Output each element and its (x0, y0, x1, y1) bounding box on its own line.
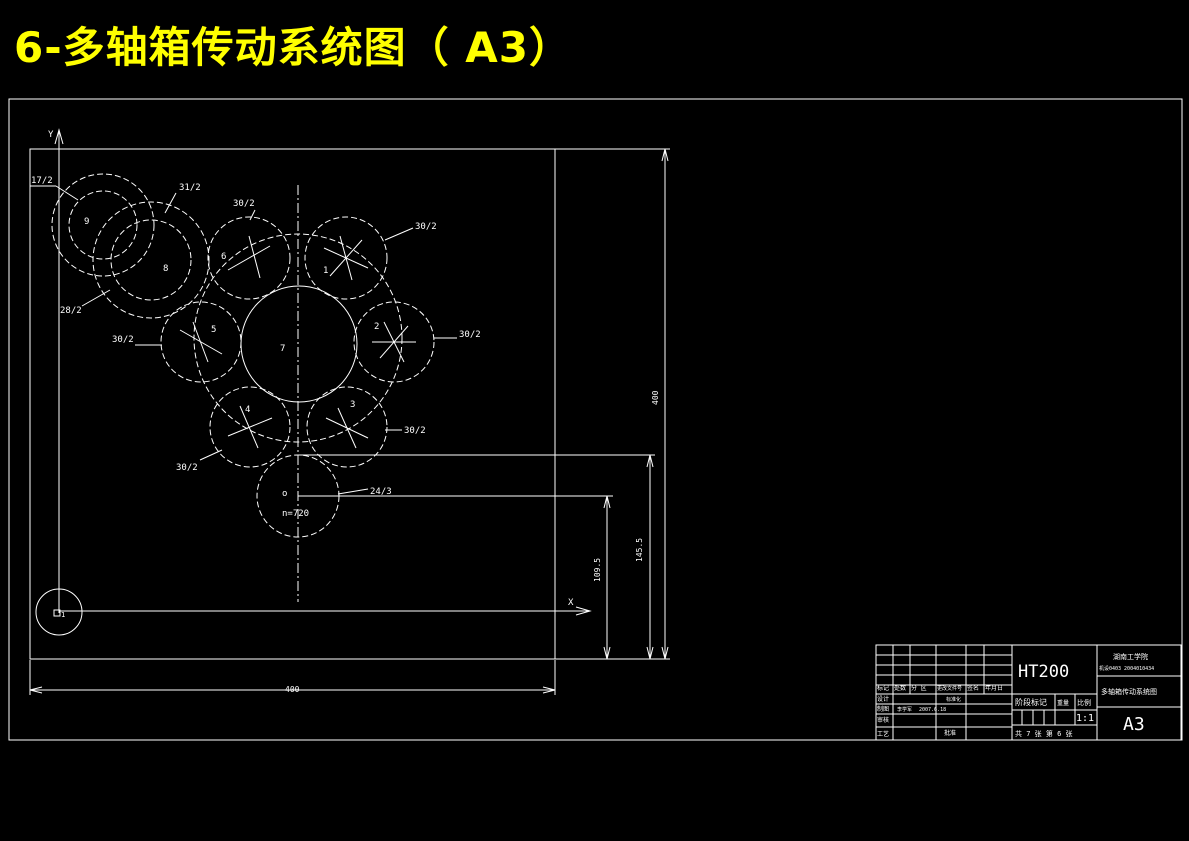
gear-8-inner (110, 219, 192, 301)
tb-row-mark: 标记 (877, 684, 889, 692)
dim-width-arrow-left (29, 686, 43, 694)
gear-4-mark-2 (239, 405, 259, 449)
x-axis-arrow (575, 606, 592, 616)
gear-3-spec: 30/2 (404, 426, 426, 436)
gear-2-circle (353, 301, 435, 383)
drive-gear-label: o (282, 489, 287, 499)
drawing-frame (8, 98, 1183, 741)
tb-scale: 1:1 (1076, 713, 1094, 724)
gear-7-circle (240, 285, 358, 403)
tb-class-info: 机设0403 2004010434 (1099, 665, 1154, 672)
gear-9-label: 9 (84, 217, 89, 227)
tb-drawing-name: 多轴箱传动系统图 (1101, 687, 1157, 696)
gear-3-circle (306, 386, 388, 468)
gear-2-spec: 30/2 (459, 330, 481, 340)
gear-6-label: 6 (221, 252, 226, 262)
gear-1-leader (384, 227, 414, 241)
gear-9-leader-2 (55, 185, 79, 201)
tb-check: 审核 (877, 716, 889, 724)
gear-8-circle (92, 201, 210, 319)
gear-3-label: 3 (350, 400, 355, 410)
dim-height-label: 400 (651, 390, 660, 405)
gear-1-label: 1 (323, 266, 328, 276)
origin-label: 1 (61, 611, 65, 619)
dim-drive-arrow-bottom (603, 646, 611, 660)
dim-height-arrow-bottom (661, 646, 669, 660)
box-outline (29, 148, 556, 660)
title-block (875, 644, 1182, 741)
tb-material: HT200 (1018, 662, 1069, 682)
gear-8-spec: 31/2 (179, 183, 201, 193)
x-axis-label: X (568, 598, 574, 608)
tb-row-sign: 签名 (967, 684, 979, 692)
gear-4-circle (209, 386, 291, 468)
gear-7-label: 7 (280, 344, 285, 354)
tb-weight: 重量 (1057, 699, 1069, 707)
tb-row-zone: 分 区 (911, 684, 927, 692)
tb-row-count: 处数 (894, 684, 906, 692)
tb-stage-mark: 阶段标记 (1015, 697, 1047, 707)
gear-3-mark-2 (337, 407, 357, 449)
dim-spindle-label: 145.5 (635, 538, 644, 562)
tb-school: 湖南工学院 (1113, 652, 1148, 661)
gear-4-label: 4 (245, 405, 250, 415)
gear-4-mark (227, 417, 273, 437)
tb-sheets: 共 7 张 第 6 张 (1015, 729, 1073, 738)
gear-5-spec: 30/2 (112, 335, 134, 345)
gear-9-inner (68, 190, 138, 260)
gear-6-circle (207, 216, 291, 300)
gear-1-spec: 30/2 (415, 222, 437, 232)
gear-6-mark (227, 245, 271, 271)
dim-spindle-arrow-top (646, 454, 654, 468)
gear-1-mark-3 (329, 239, 363, 277)
origin-mark (53, 609, 61, 617)
gear-8-label: 8 (163, 264, 168, 274)
dim-spindle-arrow-bottom (646, 646, 654, 660)
tb-size: A3 (1123, 714, 1145, 735)
gear-4-leader (199, 449, 223, 461)
drive-gear-leader (337, 488, 369, 495)
dim-height-arrow-top (661, 148, 669, 162)
tb-craft: 工艺 (877, 730, 889, 738)
gear-5-label: 5 (211, 325, 216, 335)
gear-8-leader (164, 192, 177, 214)
tb-draw: 制图 (877, 705, 889, 713)
tb-draw-date: 2007.6.18 (919, 707, 946, 713)
gear-6-spec: 30/2 (233, 199, 255, 209)
gear-1-circle (304, 216, 388, 300)
gear-6-mark-2 (248, 235, 261, 279)
gear-5-mark-2 (192, 321, 209, 363)
tb-drawer: 李学军 (897, 706, 912, 713)
tb-row-doc: 更改文件号 (937, 685, 962, 692)
y-axis-arrow (54, 128, 64, 145)
tb-approve: 批准 (944, 729, 956, 737)
gear-8-leader-2 (81, 289, 111, 307)
gear-2-label: 2 (374, 322, 379, 332)
dim-drive-arrow-top (603, 495, 611, 509)
tb-row-date: 年月日 (985, 684, 1003, 692)
drive-gear-spec: 24/3 (370, 487, 392, 497)
y-axis-label: Y (48, 130, 54, 140)
origin-circle (35, 588, 83, 636)
tb-design-sign: 标准化 (946, 696, 961, 703)
gear-2-mark-3 (379, 325, 409, 359)
dim-width-arrow-right (542, 686, 556, 694)
drive-gear-speed: n=720 (282, 509, 309, 519)
gear-4-spec: 30/2 (176, 463, 198, 473)
drawing-title: 6-多轴箱传动系统图（ A3） (14, 23, 573, 72)
gear-8-spec2: 28/2 (60, 306, 82, 316)
tb-scale-label: 比例 (1077, 698, 1091, 707)
tb-design: 设计 (877, 695, 889, 703)
gear-6-leader (249, 209, 256, 221)
dim-width-label: 400 (285, 685, 300, 694)
gear-9-spec: 17/2 (31, 176, 53, 186)
dim-drive-label: 109.5 (593, 558, 602, 582)
gear-9-circle (51, 173, 155, 277)
